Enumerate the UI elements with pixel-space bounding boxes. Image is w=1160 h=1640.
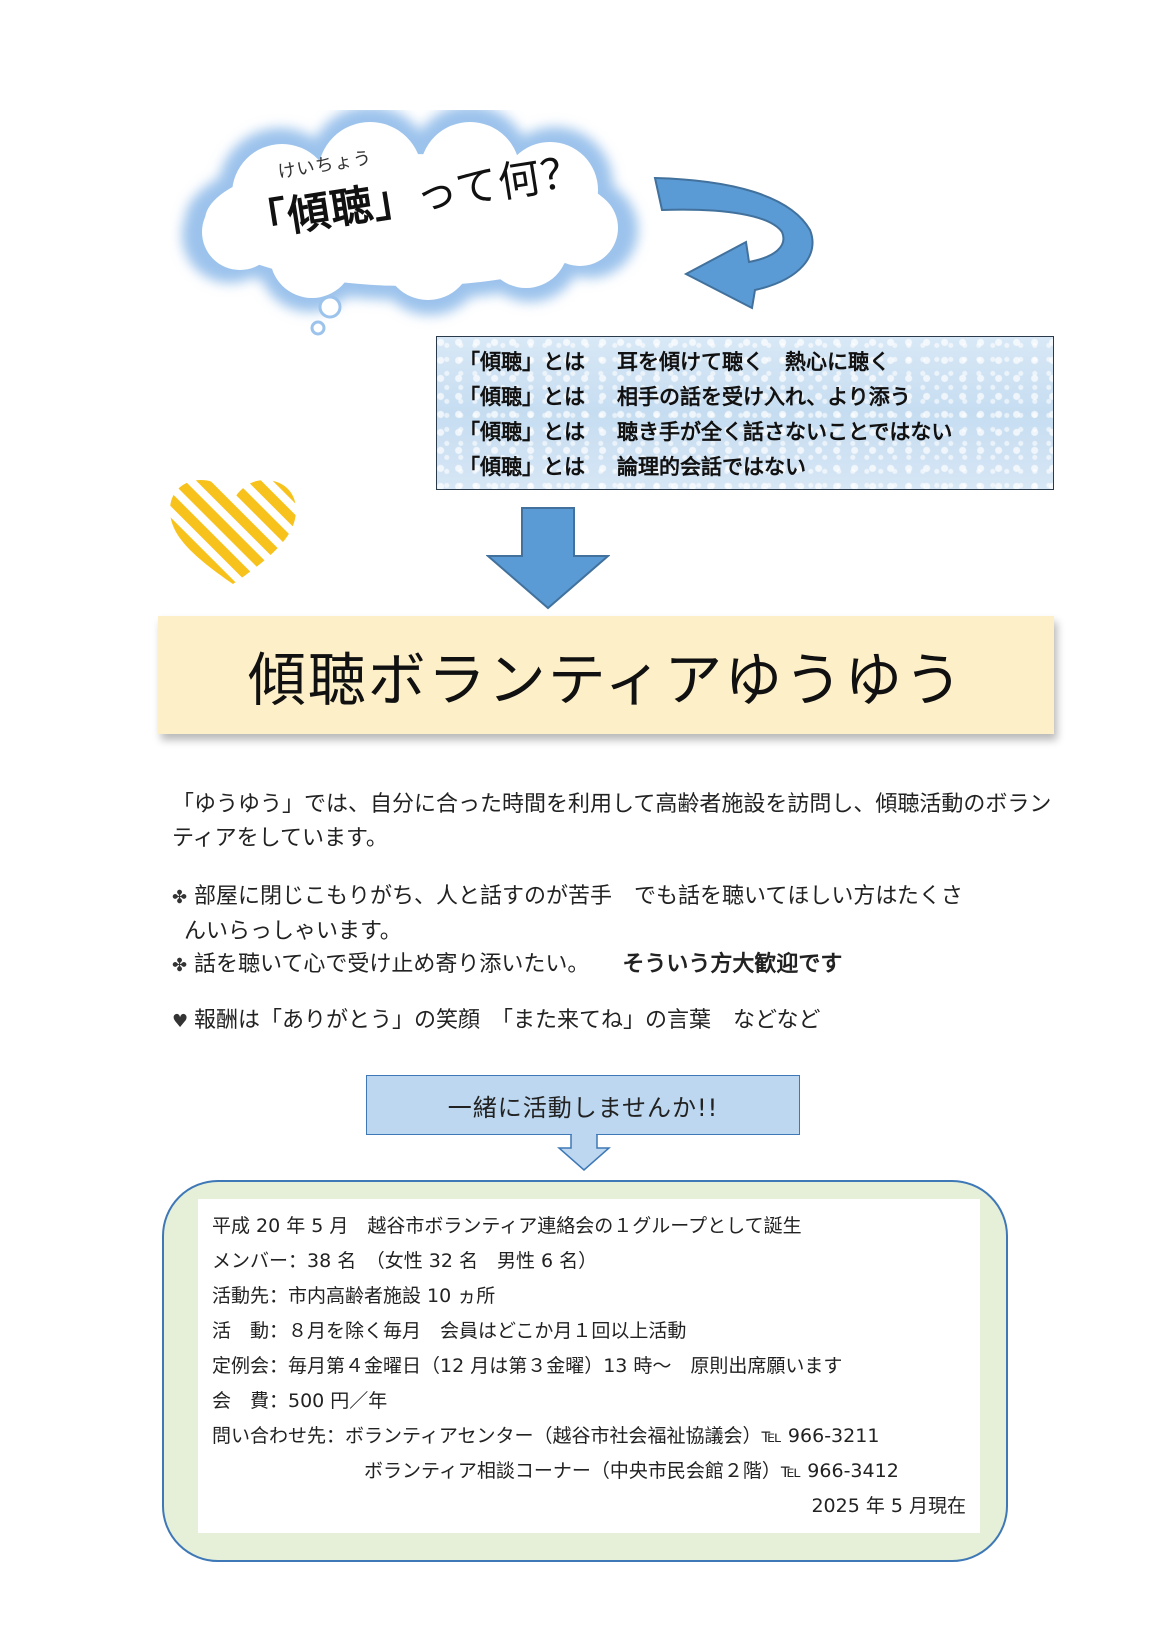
welcome-emphasis: そういう方大歓迎です bbox=[622, 952, 843, 977]
info-places: 活動先：市内高齢者施設 10 ヵ所 bbox=[212, 1285, 496, 1307]
info-as-of-date: 2025 年 5 月現在 bbox=[811, 1495, 966, 1517]
bullet-item: ✤部屋に閉じこもりがち、人と話すのが苦手 でも話を聴いてほしい方はたくさ んいら… bbox=[172, 880, 1052, 949]
down-arrow-icon bbox=[486, 507, 610, 610]
title-banner: 傾聴ボランティアゆうゆう bbox=[158, 616, 1054, 734]
callout-tail-icon bbox=[557, 1134, 611, 1171]
clover-icon: ✤ bbox=[172, 887, 188, 908]
definitions-box: 「傾聴」とは耳を傾けて聴く 熱心に聴く 「傾聴」とは相手の話を受け入れ、より添う… bbox=[436, 336, 1054, 490]
bullet-item: ♥報酬は「ありがとう」の笑顔 「また来てね」の言葉 などなど bbox=[172, 1004, 1052, 1039]
definition-line: 「傾聴」とは相手の話を受け入れ、より添う bbox=[459, 385, 911, 409]
striped-heart-icon bbox=[170, 480, 296, 584]
info-content: 平成 20 年 5 月 越谷市ボランティア連絡会の１グループとして誕生 メンバー… bbox=[198, 1199, 980, 1533]
title-suffix: って何？ bbox=[411, 145, 588, 221]
page-question-title: 「傾聴」って何？ bbox=[240, 137, 587, 251]
title-keyword: 「傾聴」 bbox=[241, 172, 420, 248]
cloud-bubble bbox=[182, 110, 638, 336]
clover-icon: ✤ bbox=[172, 955, 188, 976]
info-fee: 会 費：500 円／年 bbox=[212, 1390, 388, 1412]
bullet-item: ✤話を聴いて心で受け止め寄り添いたい。 そういう方大歓迎です bbox=[172, 948, 1052, 983]
info-meeting: 定例会：毎月第４金曜日（12 月は第３金曜）13 時～ 原則出席願います bbox=[212, 1355, 843, 1377]
heart-icon: ♥ bbox=[172, 1011, 189, 1032]
definition-line: 「傾聴」とは耳を傾けて聴く 熱心に聴く bbox=[459, 350, 890, 374]
definition-line: 「傾聴」とは聴き手が全く話さないことではない bbox=[459, 420, 953, 444]
page-title: 傾聴ボランティアゆうゆう bbox=[247, 646, 965, 714]
curved-arrow-icon bbox=[653, 176, 814, 310]
intro-paragraph: 「ゆうゆう」では、自分に合った時間を利用して高齢者施設を訪問し、傾聴活動のボラン… bbox=[172, 792, 1052, 851]
invitation-callout: 一緒に活動しませんか!! bbox=[366, 1075, 800, 1135]
info-contact-corner: ボランティア相談コーナー（中央市民会館２階）℡ 966-3412 bbox=[364, 1460, 899, 1482]
info-members: メンバー：38 名 （女性 32 名 男性 6 名） bbox=[212, 1250, 598, 1272]
callout-text: 一緒に活動しませんか!! bbox=[447, 1093, 719, 1122]
info-founded: 平成 20 年 5 月 越谷市ボランティア連絡会の１グループとして誕生 bbox=[212, 1215, 802, 1237]
info-activity: 活 動：８月を除く毎月 会員はどこか月１回以上活動 bbox=[212, 1320, 687, 1342]
definition-line: 「傾聴」とは論理的会話ではない bbox=[459, 455, 806, 479]
info-contact-center: 問い合わせ先：ボランティアセンター（越谷市社会福祉協議会）℡ 966-3211 bbox=[212, 1425, 880, 1447]
